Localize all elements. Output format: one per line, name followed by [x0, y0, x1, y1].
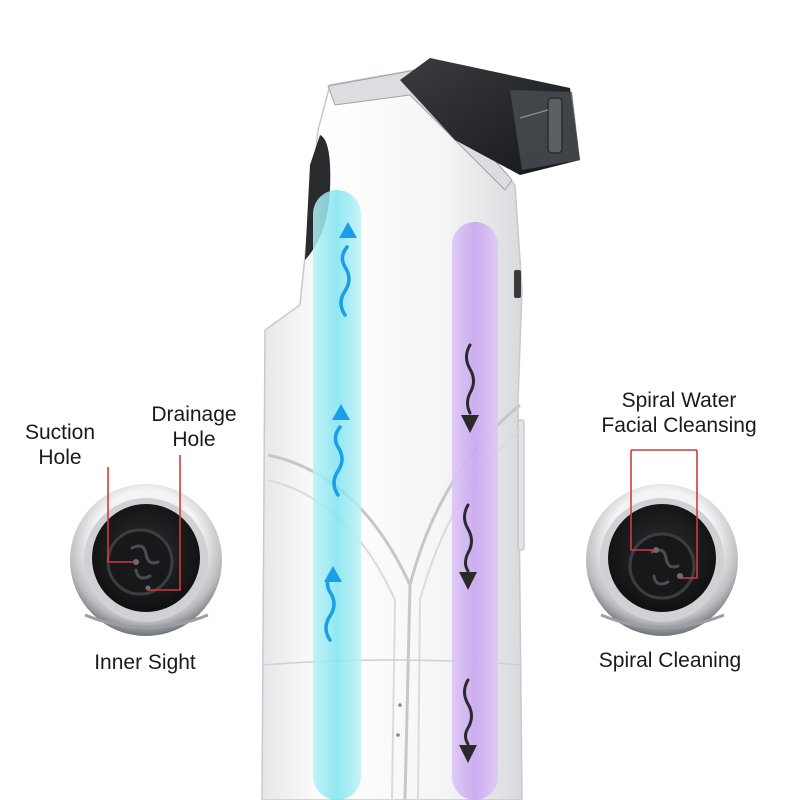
drainage-hole-label-line2: Hole: [172, 428, 216, 451]
suction-nozzle: [400, 58, 580, 175]
suction-hole-label-line1: Suction: [24, 421, 96, 444]
spiral-cleaning-nozzle: [586, 484, 738, 636]
suction-hole-label-line2: Hole: [38, 446, 82, 469]
inner-sight-label: Inner Sight: [94, 651, 196, 674]
spiral-water-label-line2: Facial Cleansing: [601, 414, 757, 437]
spiral-water-label-line1: Spiral Water: [621, 389, 737, 412]
down-arrow-icon: [459, 678, 477, 763]
suction-hole-label: Suction Hole: [14, 420, 106, 470]
spiral-cleaning-label: Spiral Cleaning: [598, 649, 742, 672]
drainage-hole-label: Drainage Hole: [138, 402, 250, 452]
down-arrow-icon: [461, 343, 479, 433]
drainage-hole-callout: [148, 455, 181, 591]
suction-hole-callout: [107, 467, 136, 563]
down-arrow-icon: [459, 503, 477, 590]
up-arrow-icon: [332, 404, 350, 497]
inner-sight-nozzle: [70, 484, 222, 636]
up-arrow-icon: [339, 222, 357, 317]
up-arrow-icon: [324, 566, 342, 642]
drainage-hole-label-line1: Drainage: [151, 403, 237, 426]
spiral-water-label: Spiral Water Facial Cleansing: [574, 388, 784, 438]
drainage-flow-channel: [452, 222, 498, 800]
spiral-water-callout: [630, 449, 698, 579]
